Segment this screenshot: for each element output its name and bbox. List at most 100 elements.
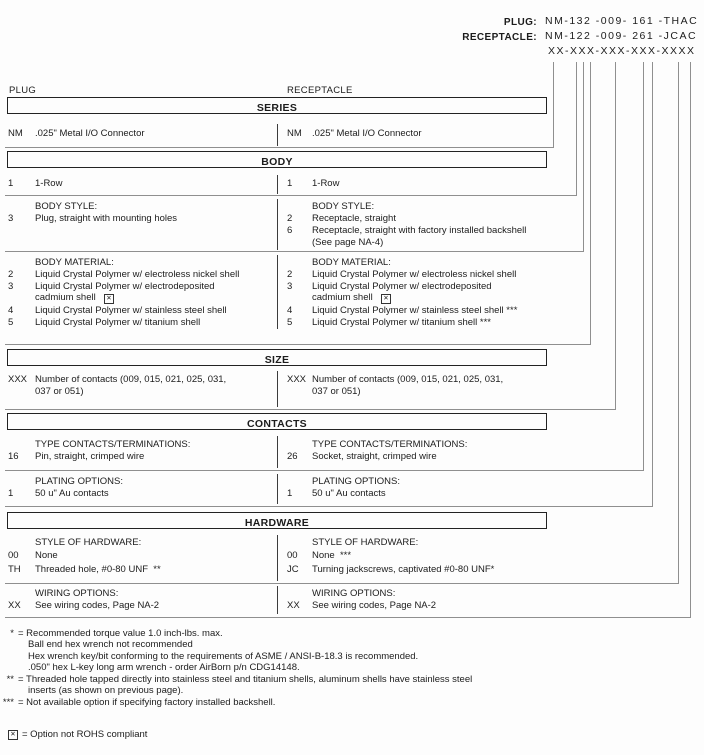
rule-plating-bottom bbox=[5, 506, 653, 507]
section-title: SERIES bbox=[256, 102, 298, 114]
series-left-desc: .025" Metal I/O Connector bbox=[35, 128, 145, 139]
body-material-left-desc: Liquid Crystal Polymer w/ electrodeposit… bbox=[35, 281, 215, 292]
footnote-text: = Not available option if specifying fac… bbox=[18, 697, 276, 708]
leader-line-wiring bbox=[690, 62, 691, 617]
not-rohs-icon: ✕ bbox=[8, 730, 18, 740]
section-header-contacts: CONTACTS bbox=[7, 413, 547, 430]
footnote-line: Ball end hex wrench not recommended bbox=[0, 639, 193, 651]
body-style-right-desc: Receptacle, straight with factory instal… bbox=[312, 225, 527, 236]
rule-contact-type-bottom bbox=[5, 470, 644, 471]
leader-line-body-style bbox=[583, 62, 584, 251]
leader-line-body-row bbox=[576, 62, 577, 195]
body-material-left-desc: Liquid Crystal Polymer w/ titanium shell bbox=[35, 317, 201, 328]
footnote-marker bbox=[0, 651, 14, 663]
size-left-code: XXX bbox=[8, 374, 28, 385]
column-divider bbox=[277, 586, 278, 614]
body-style-right-code: 2 bbox=[287, 213, 293, 224]
body-style-right-desc: Receptacle, straight bbox=[312, 213, 396, 224]
plating-right-desc: 50 u" Au contacts bbox=[312, 488, 386, 499]
footnote-marker bbox=[0, 685, 14, 697]
receptacle-pn-label: RECEPTACLE: bbox=[462, 32, 537, 43]
size-right-desc: Number of contacts (009, 015, 021, 025, … bbox=[312, 374, 504, 385]
rule-wiring-bottom bbox=[5, 617, 691, 618]
not-rohs-icon: ✕ bbox=[381, 294, 391, 304]
wiring-label-right: WIRING OPTIONS: bbox=[312, 588, 396, 599]
leader-line-plating bbox=[652, 62, 653, 506]
rule-body-row-bottom bbox=[5, 195, 577, 196]
wiring-left-code: XX bbox=[8, 600, 21, 611]
column-divider bbox=[277, 474, 278, 504]
footnote-marker bbox=[0, 662, 14, 674]
rule-series-bottom bbox=[5, 147, 554, 148]
body-style-left-code: 3 bbox=[8, 213, 14, 224]
hardware-style-left-desc: None bbox=[35, 550, 58, 561]
contact-type-label-left: TYPE CONTACTS/TERMINATIONS: bbox=[35, 439, 191, 450]
size-left-desc2: 037 or 051) bbox=[35, 386, 84, 397]
body-row-left-desc: 1-Row bbox=[35, 178, 63, 189]
section-title: BODY bbox=[261, 156, 293, 168]
column-divider bbox=[277, 175, 278, 194]
footnote-text: Ball end hex wrench not recommended bbox=[28, 639, 193, 650]
footnote-text: Hex wrench key/bit conforming to the req… bbox=[28, 651, 419, 662]
footnote-line: ** = Threaded hole tapped directly into … bbox=[0, 674, 473, 686]
size-left-desc: Number of contacts (009, 015, 021, 025, … bbox=[35, 374, 227, 385]
body-style-left-desc: Plug, straight with mounting holes bbox=[35, 213, 178, 224]
not-rohs-icon: ✕ bbox=[104, 294, 114, 304]
section-header-hardware: HARDWARE bbox=[7, 512, 547, 529]
wiring-right-desc: See wiring codes, Page NA-2 bbox=[312, 600, 437, 611]
footnote-line: * = Recommended torque value 1.0 inch-lb… bbox=[0, 628, 222, 640]
footnote-line: .050" hex L-key long arm wrench - order … bbox=[0, 662, 300, 674]
body-material-right-desc: Liquid Crystal Polymer w/ stainless stee… bbox=[312, 305, 518, 316]
rohs-note-text: = Option not ROHS compliant bbox=[22, 729, 148, 740]
contact-type-label-right: TYPE CONTACTS/TERMINATIONS: bbox=[312, 439, 468, 450]
column-divider bbox=[277, 255, 278, 329]
footnote-text: = Threaded hole tapped directly into sta… bbox=[18, 674, 473, 685]
body-row-left-code: 1 bbox=[8, 178, 14, 189]
footnote-line: inserts (as shown on previous page). bbox=[0, 685, 183, 697]
plating-left-code: 1 bbox=[8, 488, 14, 499]
rule-body-style-bottom bbox=[5, 251, 584, 252]
hardware-style-right-code: JC bbox=[287, 564, 299, 575]
plating-left-desc: 50 u" Au contacts bbox=[35, 488, 109, 499]
section-title: SIZE bbox=[264, 354, 290, 366]
size-right-desc2: 037 or 051) bbox=[312, 386, 361, 397]
hardware-style-right-code: 00 bbox=[287, 550, 298, 561]
body-style-right-code: 6 bbox=[287, 225, 293, 236]
contact-type-left-desc: Pin, straight, crimped wire bbox=[35, 451, 145, 462]
plug-part-number: NM-132 -009- 161 -THAC bbox=[545, 15, 699, 27]
body-row-right-code: 1 bbox=[287, 178, 293, 189]
footnote-line: *** = Not available option if specifying… bbox=[0, 697, 276, 709]
body-style-right-note: (See page NA-4) bbox=[312, 237, 384, 248]
section-header-series: SERIES bbox=[7, 97, 547, 114]
rule-hardware-style-bottom bbox=[5, 583, 679, 584]
rule-body-material-bottom bbox=[5, 344, 591, 345]
series-left-code: NM bbox=[8, 128, 23, 139]
series-right-code: NM bbox=[287, 128, 302, 139]
column-header-plug: PLUG bbox=[9, 85, 37, 96]
body-material-right-code: 2 bbox=[287, 269, 293, 280]
column-header-receptacle: RECEPTACLE bbox=[287, 85, 353, 96]
wiring-right-code: XX bbox=[287, 600, 300, 611]
body-material-left-code: 3 bbox=[8, 281, 14, 292]
body-material-left-desc: cadmium shell bbox=[35, 292, 96, 303]
leader-line-series bbox=[553, 62, 554, 147]
hardware-style-left-desc: Threaded hole, #0-80 UNF ** bbox=[35, 564, 161, 575]
hardware-style-left-code: TH bbox=[8, 564, 21, 575]
section-title: HARDWARE bbox=[244, 517, 310, 529]
part-number-mask: XX-XXX-XXX-XXX-XXXX bbox=[548, 45, 696, 57]
footnote-marker: *** bbox=[2, 697, 14, 708]
leader-line-body-material bbox=[590, 62, 591, 344]
plating-label-right: PLATING OPTIONS: bbox=[312, 476, 400, 487]
body-material-right-code: 3 bbox=[287, 281, 293, 292]
column-divider bbox=[277, 371, 278, 407]
wiring-label-left: WIRING OPTIONS: bbox=[35, 588, 119, 599]
body-material-right-code: 4 bbox=[287, 305, 293, 316]
contact-type-right-code: 26 bbox=[287, 451, 298, 462]
body-material-left-code: 4 bbox=[8, 305, 14, 316]
body-row-right-desc: 1-Row bbox=[312, 178, 340, 189]
footnote-marker: ** bbox=[6, 674, 14, 685]
body-material-right-desc: Liquid Crystal Polymer w/ electroless ni… bbox=[312, 269, 517, 280]
section-header-body: BODY bbox=[7, 151, 547, 168]
contact-type-left-code: 16 bbox=[8, 451, 19, 462]
